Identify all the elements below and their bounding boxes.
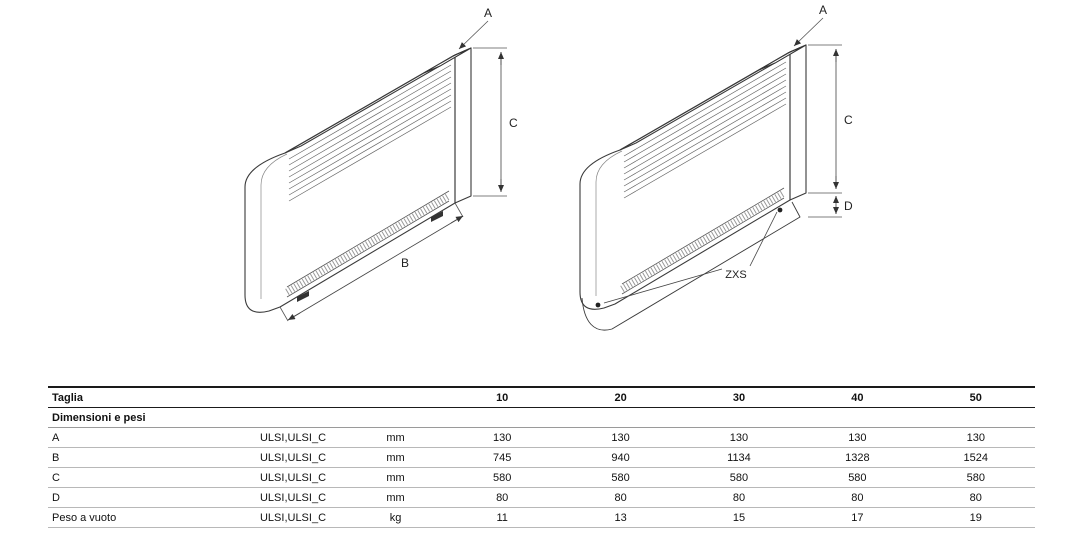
dim-label-c: C bbox=[509, 116, 518, 130]
section-header-label: Dimensioni e pesi bbox=[48, 407, 1035, 428]
display bbox=[767, 50, 795, 65]
row-label: C bbox=[48, 467, 238, 488]
top-grille bbox=[288, 64, 452, 202]
table-row-peso: Peso a vuoto ULSI,ULSI_C kg 11 13 15 17 … bbox=[48, 507, 1035, 528]
row-value: 15 bbox=[679, 507, 799, 528]
table-row-b: B ULSI,ULSI_C mm 745 940 1134 1328 1524 bbox=[48, 447, 1035, 468]
control-panel bbox=[758, 45, 805, 71]
row-unit: mm bbox=[348, 427, 443, 448]
size-header-row: Taglia 10 20 30 40 50 bbox=[48, 387, 1035, 408]
display bbox=[432, 53, 460, 68]
row-unit: mm bbox=[348, 467, 443, 488]
feet bbox=[297, 211, 443, 302]
unit-top-face bbox=[284, 47, 472, 154]
dimensions-table: Taglia 10 20 30 40 50 Dimensioni e pesi … bbox=[48, 386, 1035, 528]
row-models: ULSI,ULSI_C bbox=[238, 467, 348, 488]
top-grille bbox=[623, 61, 787, 199]
row-value: 80 bbox=[916, 487, 1035, 508]
row-value: 80 bbox=[443, 487, 562, 508]
row-value: 1328 bbox=[798, 447, 917, 468]
row-value: 80 bbox=[561, 487, 680, 508]
bottom-vent bbox=[620, 187, 786, 295]
row-models: ULSI,ULSI_C bbox=[238, 427, 348, 448]
row-value: 580 bbox=[561, 467, 680, 488]
row-value: 1134 bbox=[679, 447, 799, 468]
size-col-header: 40 bbox=[798, 387, 917, 408]
table-row-d: D ULSI,ULSI_C mm 80 80 80 80 80 bbox=[48, 487, 1035, 508]
unit-body bbox=[244, 47, 472, 313]
dimensions-table-section: Taglia 10 20 30 40 50 Dimensioni e pesi … bbox=[48, 386, 1035, 528]
dimension-lines bbox=[603, 17, 842, 304]
row-value: 580 bbox=[443, 467, 562, 488]
unit-drawing-left: A C B bbox=[244, 6, 518, 322]
row-label: D bbox=[48, 487, 238, 508]
row-value: 745 bbox=[443, 447, 562, 468]
unit-side-face bbox=[454, 47, 472, 204]
row-value: 11 bbox=[443, 507, 562, 528]
bottom-vent bbox=[285, 190, 451, 298]
size-col-header: 20 bbox=[561, 387, 680, 408]
base-pedestal bbox=[581, 201, 801, 331]
row-value: 80 bbox=[679, 487, 799, 508]
row-models: ULSI,ULSI_C bbox=[238, 447, 348, 468]
dim-label-b: B bbox=[401, 256, 409, 270]
empty-header-cell bbox=[238, 387, 348, 408]
size-col-header: 10 bbox=[443, 387, 562, 408]
unit-front-face bbox=[244, 54, 456, 313]
row-value: 130 bbox=[916, 427, 1035, 448]
row-value: 580 bbox=[798, 467, 917, 488]
row-value: 80 bbox=[798, 487, 917, 508]
row-value: 130 bbox=[679, 427, 799, 448]
dim-label-d: D bbox=[844, 199, 853, 213]
control-panel bbox=[423, 48, 470, 74]
row-value: 1524 bbox=[916, 447, 1035, 468]
unit-top-face bbox=[619, 44, 807, 151]
row-value: 130 bbox=[798, 427, 917, 448]
row-value: 130 bbox=[443, 427, 562, 448]
row-label: Peso a vuoto bbox=[48, 507, 238, 528]
accessory-label-zxs: ZXS bbox=[725, 269, 746, 281]
row-value: 17 bbox=[798, 507, 917, 528]
row-label: A bbox=[48, 427, 238, 448]
unit-drawing-right: A C D ZXS bbox=[579, 3, 853, 331]
size-col-header: 50 bbox=[916, 387, 1035, 408]
table-row-a: A ULSI,ULSI_C mm 130 130 130 130 130 bbox=[48, 427, 1035, 448]
row-value: 940 bbox=[561, 447, 680, 468]
table-row-c: C ULSI,ULSI_C mm 580 580 580 580 580 bbox=[48, 467, 1035, 488]
unit-side-face bbox=[789, 44, 807, 201]
end-cap-seam bbox=[595, 150, 623, 296]
row-value: 580 bbox=[679, 467, 799, 488]
end-cap-seam bbox=[260, 153, 288, 299]
row-value: 19 bbox=[916, 507, 1035, 528]
section-header-row: Dimensioni e pesi bbox=[48, 407, 1035, 428]
row-models: ULSI,ULSI_C bbox=[238, 487, 348, 508]
unit-front-face bbox=[579, 51, 791, 310]
size-header-label: Taglia bbox=[48, 387, 238, 408]
row-value: 580 bbox=[916, 467, 1035, 488]
row-models: ULSI,ULSI_C bbox=[238, 507, 348, 528]
row-unit: mm bbox=[348, 487, 443, 508]
dim-label-a: A bbox=[819, 3, 827, 17]
row-unit: kg bbox=[348, 507, 443, 528]
feet-markers bbox=[595, 207, 783, 308]
dim-label-a: A bbox=[484, 6, 492, 20]
row-unit: mm bbox=[348, 447, 443, 468]
size-col-header: 30 bbox=[679, 387, 799, 408]
row-value: 13 bbox=[561, 507, 680, 528]
dim-label-c: C bbox=[844, 113, 853, 127]
row-value: 130 bbox=[561, 427, 680, 448]
row-label: B bbox=[48, 447, 238, 468]
dimension-lines bbox=[279, 20, 507, 322]
empty-header-cell bbox=[348, 387, 443, 408]
